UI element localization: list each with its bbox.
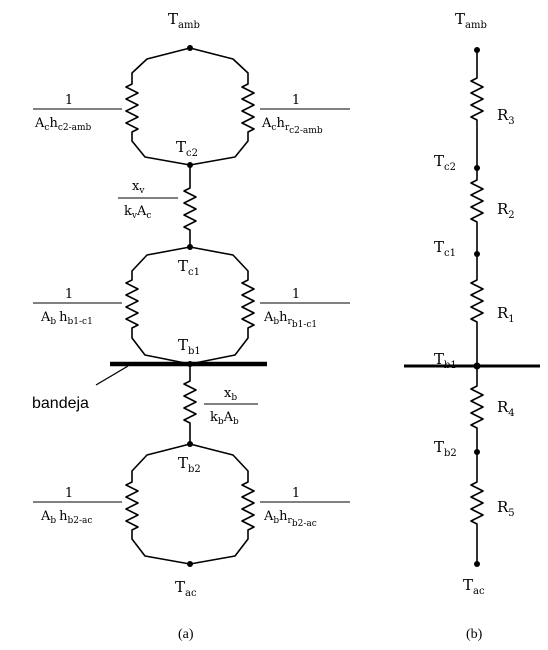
wire-vertical: [183, 165, 197, 247]
fraction-conv-c2-amb: 1 Achc2-amb: [33, 93, 122, 133]
parallel-branch-c1-b1: [125, 246, 255, 365]
node-label-t-b1: Tb1: [434, 350, 457, 371]
fraction-rad-b1-c1: 1 Abhrb1-c1: [260, 287, 350, 330]
fraction-numerator: xb: [224, 386, 237, 403]
resistor-label-r4: R4: [497, 398, 515, 419]
node-label-t-c2: Tc2: [434, 152, 456, 173]
circuit-b: Tamb Tc2 Tc1 Tb1 Tb2 Tac R3 R2 R1 R4 R5 …: [404, 10, 540, 642]
fraction-denominator: kvAc: [124, 204, 151, 221]
fraction-denominator: kbAb: [210, 410, 239, 427]
wire-right: [189, 47, 255, 166]
node-t-b2-dot: [474, 449, 480, 455]
node-label-t-b1: Tb1: [178, 336, 201, 357]
series-resistor-c2-c1: [183, 165, 197, 247]
wire-vertical: [183, 364, 197, 444]
node-t-ac-dot: [474, 561, 480, 567]
wire-left: [125, 246, 191, 365]
wire-right: [189, 246, 255, 365]
node-label-t-c1: Tc1: [178, 257, 200, 278]
node-t-ac-dot: [187, 561, 193, 567]
node-t-c1-dot: [187, 244, 193, 250]
node-t-b1-dot: [473, 362, 481, 370]
node-t-c2-dot: [187, 162, 193, 168]
node-label-t-b2: Tb2: [178, 454, 201, 475]
caption-a: (a): [178, 627, 194, 642]
wire-left: [125, 443, 191, 565]
node-label-t-c1: Tc1: [434, 238, 456, 259]
wire-right: [189, 443, 255, 565]
node-t-amb-dot: [474, 47, 480, 53]
fraction-numerator: 1: [65, 287, 73, 302]
fraction-numerator: 1: [65, 486, 73, 501]
fraction-numerator: 1: [292, 287, 300, 302]
wire-series-chain: [470, 50, 484, 564]
fraction-rad-c2-amb: 1 Achrc2-amb: [260, 93, 350, 136]
fraction-numerator: xv: [132, 179, 145, 196]
node-t-c2-dot: [474, 165, 480, 171]
node-label-t-ac: Tac: [463, 576, 485, 597]
node-label-t-ac: Tac: [175, 578, 197, 599]
node-t-b1-dot: [187, 361, 193, 367]
node-label-t-amb: Tamb: [168, 10, 200, 31]
node-label-t-b2: Tb2: [434, 438, 457, 459]
resistor-label-r3: R3: [497, 106, 515, 127]
node-t-amb-dot: [187, 45, 193, 51]
bandeja-label: bandeja: [32, 395, 89, 412]
wire-left: [125, 47, 191, 166]
fraction-denominator: Achrc2-amb: [261, 116, 323, 136]
node-label-t-c2: Tc2: [176, 138, 198, 159]
fraction-cond-b: xb kbAb: [204, 386, 258, 427]
parallel-branch-amb-c2: [125, 47, 255, 166]
resistor-label-r5: R5: [497, 498, 515, 519]
fraction-numerator: 1: [65, 93, 73, 108]
fraction-denominator: Achc2-amb: [34, 116, 92, 133]
fraction-cond-v: xv kvAc: [118, 179, 178, 221]
bandeja-leader-line: [95, 365, 129, 386]
fraction-numerator: 1: [292, 486, 300, 501]
fraction-numerator: 1: [292, 93, 300, 108]
circuit-a: Tamb Tc2 Tc1 Tb1 Tb2 Tac bandeja 1 Achc2…: [32, 10, 350, 642]
series-resistor-b1-b2: [183, 364, 197, 444]
fraction-denominator: Abhrb1-c1: [263, 310, 317, 330]
fraction-denominator: Abhrb2-ac: [263, 509, 317, 529]
fraction-rad-b2-ac: 1 Abhrb2-ac: [260, 486, 350, 529]
parallel-branch-b2-ac: [125, 443, 255, 565]
resistor-label-r2: R2: [497, 200, 515, 221]
node-t-b2-dot: [187, 441, 193, 447]
node-t-c1-dot: [474, 251, 480, 257]
resistor-label-r1: R1: [497, 304, 515, 325]
caption-b: (b): [466, 627, 483, 642]
node-label-t-amb: Tamb: [455, 10, 487, 31]
